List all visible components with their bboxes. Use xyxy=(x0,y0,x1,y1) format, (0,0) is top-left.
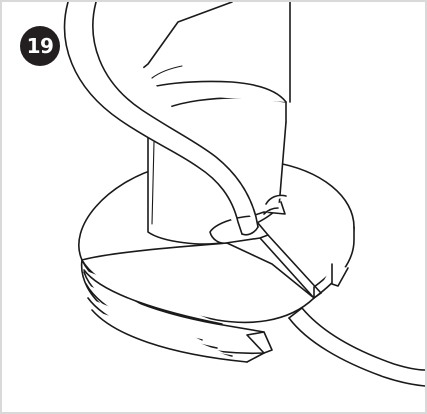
step-number-badge: 19 xyxy=(20,26,60,66)
step-number: 19 xyxy=(26,34,54,58)
disc-notch xyxy=(246,331,273,354)
cable xyxy=(63,2,425,387)
vertical-pole xyxy=(137,2,291,245)
